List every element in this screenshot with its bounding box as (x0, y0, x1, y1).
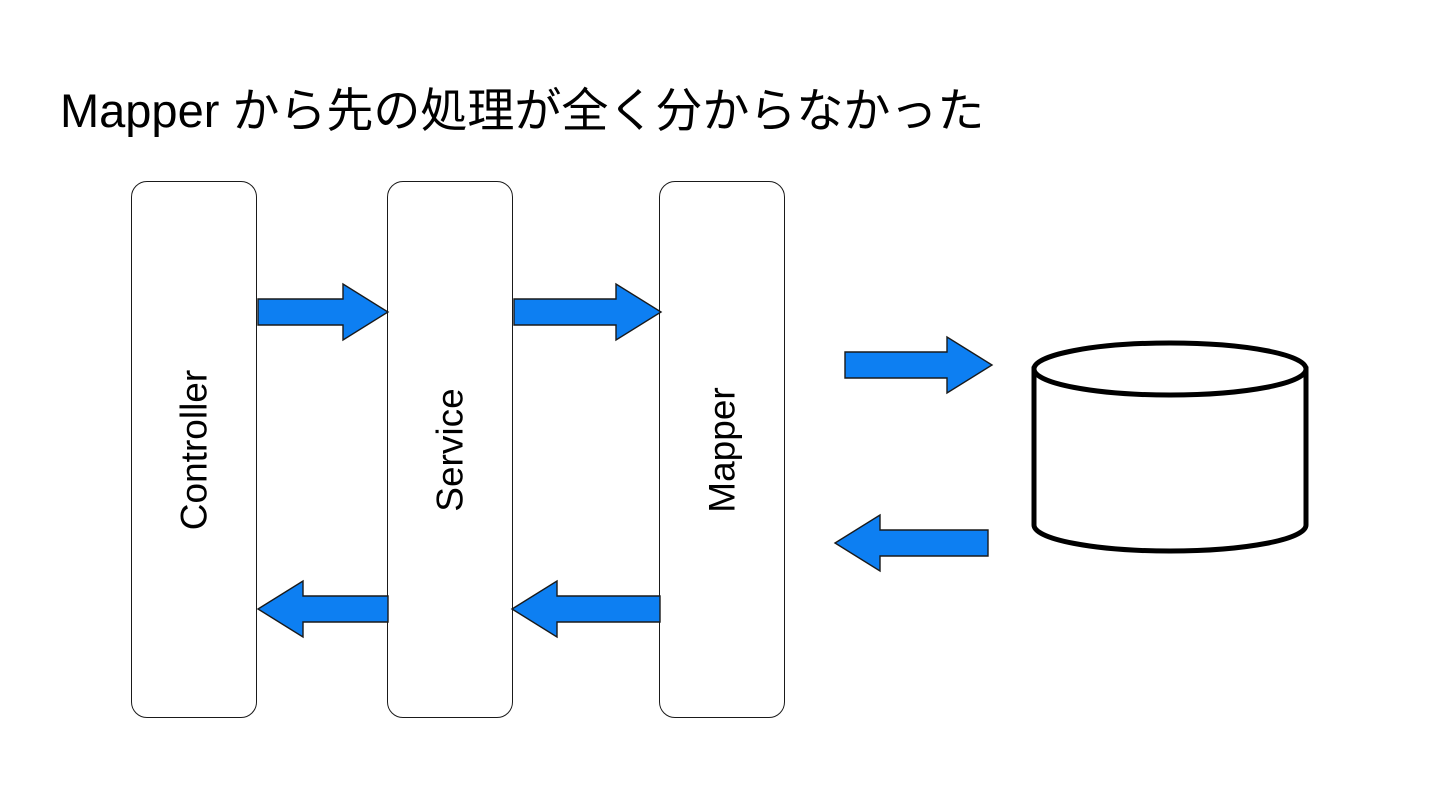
arrow-service-to-mapper (513, 282, 663, 342)
lane-box-controller[interactable]: Controller (131, 181, 257, 718)
arrow-controller-to-service (257, 282, 390, 342)
arrow-service-to-controller (256, 579, 389, 639)
cylinder-body (1031, 366, 1309, 554)
arrow-mapper-to-service (510, 579, 661, 639)
arrow-mapper-to-database (844, 335, 994, 395)
arrow-database-to-mapper (833, 513, 989, 573)
lane-box-mapper[interactable]: Mapper (659, 181, 785, 718)
database-cylinder[interactable] (1031, 340, 1309, 554)
page-title: Mapper から先の処理が全く分からなかった (60, 84, 985, 137)
cylinder-top-ellipse (1031, 340, 1309, 398)
lane-box-service[interactable]: Service (387, 181, 513, 718)
